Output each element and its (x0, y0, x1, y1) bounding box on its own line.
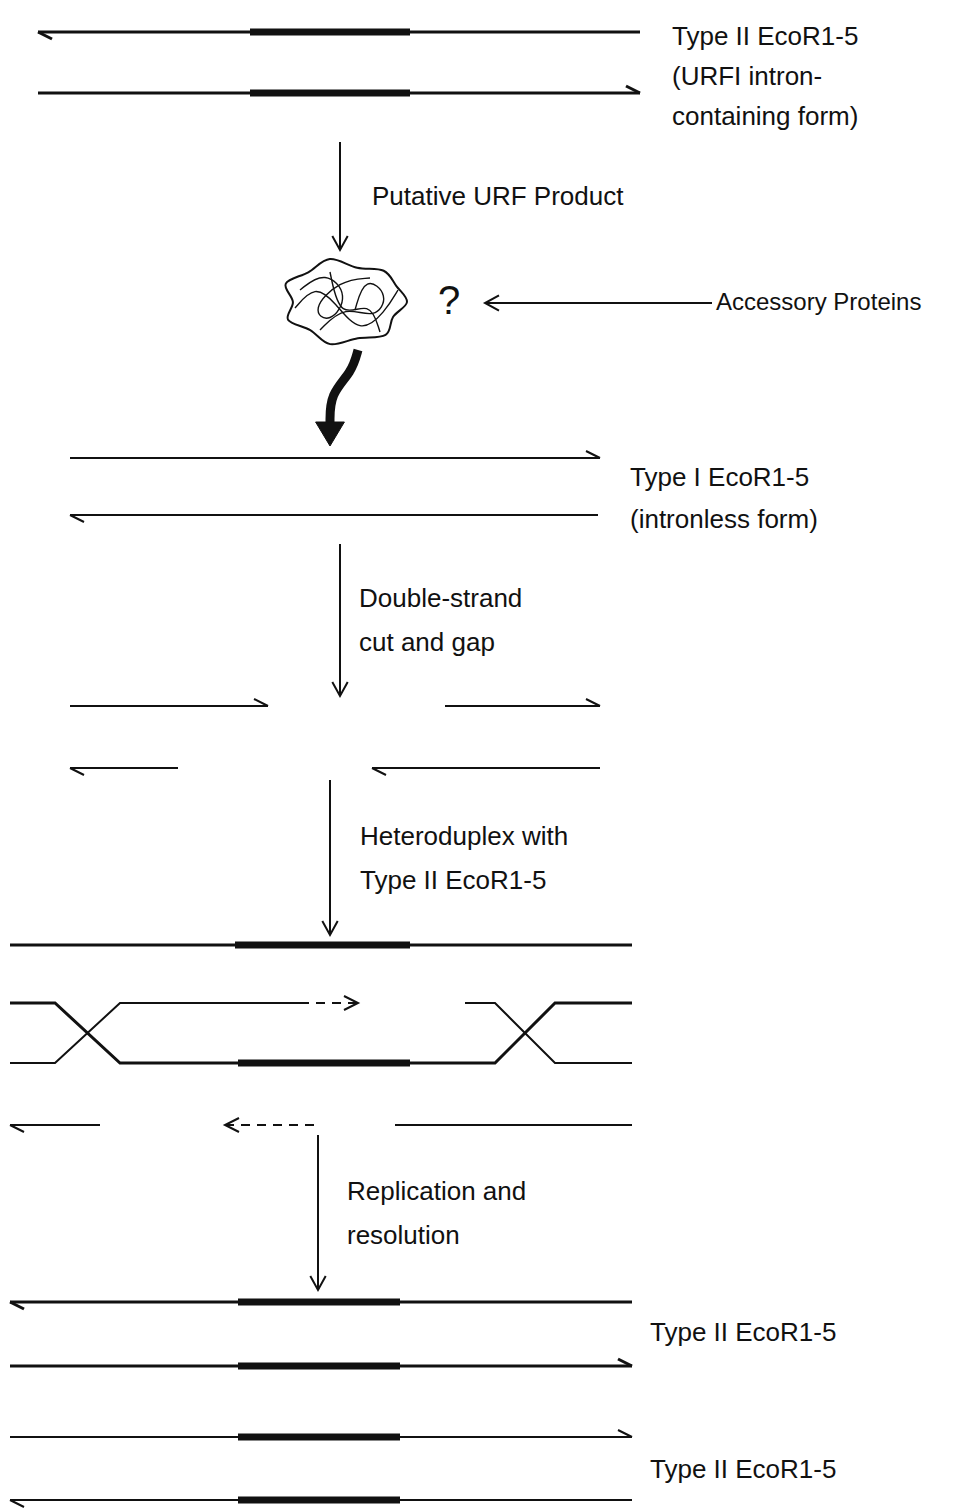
intron-segment (250, 90, 410, 97)
strand-arrowhead (586, 451, 600, 458)
strand-arrowhead (10, 1302, 24, 1309)
dna-strands (4, 935, 644, 1135)
strand-arrowhead (372, 768, 386, 775)
intron-segment (238, 1299, 400, 1306)
dna-strand (445, 705, 600, 707)
dna-strand (10, 1124, 100, 1126)
strand-arrowhead (344, 996, 358, 1010)
arrow-shaft (485, 302, 712, 304)
dna-strand (300, 1002, 358, 1004)
arrowhead (316, 422, 345, 446)
arrow-shaft (339, 544, 341, 696)
dna-strand (10, 1003, 632, 1063)
dna-strand (70, 767, 178, 769)
question-mark: ? (438, 278, 460, 322)
heteroduplex (4, 935, 644, 1135)
protein-outline (285, 259, 407, 344)
strand-arrowhead (254, 699, 268, 706)
duplex-label: Type II EcoR1-5 (URFI intron-containing … (672, 16, 922, 136)
dna-strand (38, 92, 640, 95)
arrowhead (322, 921, 337, 935)
arrow-label: Putative URF Product (370, 180, 625, 212)
arrow-label: Replication and resolution (345, 1169, 539, 1257)
protein-fold (330, 272, 380, 332)
intron-segment (238, 1497, 400, 1504)
arrow-shaft (330, 350, 358, 424)
dna-strand (70, 514, 598, 516)
intron-segment (238, 1434, 400, 1441)
arrow-shaft (339, 142, 341, 250)
protein-fold (320, 284, 384, 330)
dna-strand (10, 1003, 300, 1063)
arrowhead (332, 236, 347, 250)
protein-fold (295, 290, 398, 326)
dna-strand (10, 1301, 632, 1304)
dna-strand (465, 1003, 632, 1063)
dna-strand (38, 31, 640, 34)
arrow-label: Double-strand cut and gap (357, 576, 551, 664)
duplex-label: Type II EcoR1-5 (650, 1316, 836, 1348)
arrow-label: Heteroduplex with Type II EcoR1-5 (358, 814, 622, 902)
cut-duplex (60, 696, 620, 780)
process-arrow (322, 780, 337, 935)
duplex-label: Type I EcoR1-5 (intronless form) (630, 456, 860, 540)
strand-arrowhead (38, 32, 52, 39)
dna-strand (10, 1499, 632, 1501)
dna-duplex: Type I EcoR1-5 (intronless form) (60, 446, 930, 544)
text-node: Accessory Proteins (712, 284, 927, 321)
dna-duplex-pair: Type II EcoR1-5Type II EcoR1-5 (4, 1290, 944, 1508)
dna-strand (372, 767, 600, 769)
dna-strand (70, 705, 268, 707)
strand-arrowhead (626, 86, 640, 93)
dna-strand (70, 457, 600, 459)
dna-strand (10, 1436, 632, 1438)
intron-segment (250, 29, 410, 36)
process-arrow (310, 1135, 325, 1290)
strand-arrowhead (10, 1500, 24, 1507)
strand-arrowhead (586, 699, 600, 706)
annotation-text: Accessory Proteins (716, 287, 921, 317)
strand-arrowhead (70, 515, 84, 522)
intron-segment (238, 1363, 400, 1370)
dna-duplex: Type II EcoR1-5 (URFI intron-containing … (8, 12, 948, 142)
process-arrow (332, 142, 347, 250)
process-arrow (332, 544, 347, 696)
strand-arrowhead (618, 1359, 632, 1366)
protein-blob: ? (270, 250, 485, 350)
strand-arrowhead (225, 1118, 239, 1132)
thick-arrow (316, 350, 358, 446)
dna-strands (60, 696, 620, 780)
dna-strand (395, 1124, 632, 1126)
arrowhead (332, 682, 347, 696)
arrow-shaft (329, 780, 331, 935)
intron-segment (238, 1060, 410, 1067)
process-arrow (485, 295, 712, 310)
arrowhead (485, 295, 499, 310)
dna-strand (225, 1124, 320, 1126)
intron-segment (235, 942, 410, 949)
arrowhead (310, 1276, 325, 1290)
strand-arrowhead (618, 1430, 632, 1437)
dna-strand (10, 1365, 632, 1368)
dna-strand (10, 944, 632, 947)
duplex-label: Type II EcoR1-5 (650, 1453, 836, 1485)
strand-arrowhead (70, 768, 84, 775)
strand-arrowhead (10, 1125, 24, 1132)
arrow-shaft (317, 1135, 319, 1290)
